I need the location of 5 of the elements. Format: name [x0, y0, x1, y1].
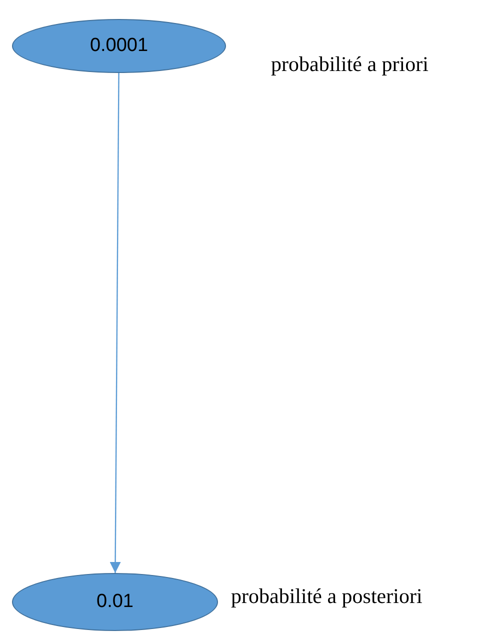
arrow [110, 73, 121, 573]
node-caption: probabilité a posteriori [231, 584, 422, 609]
node-caption: probabilité a priori [271, 52, 428, 77]
node-label: 0.0001 [90, 35, 148, 57]
node-label: 0.01 [96, 591, 134, 613]
